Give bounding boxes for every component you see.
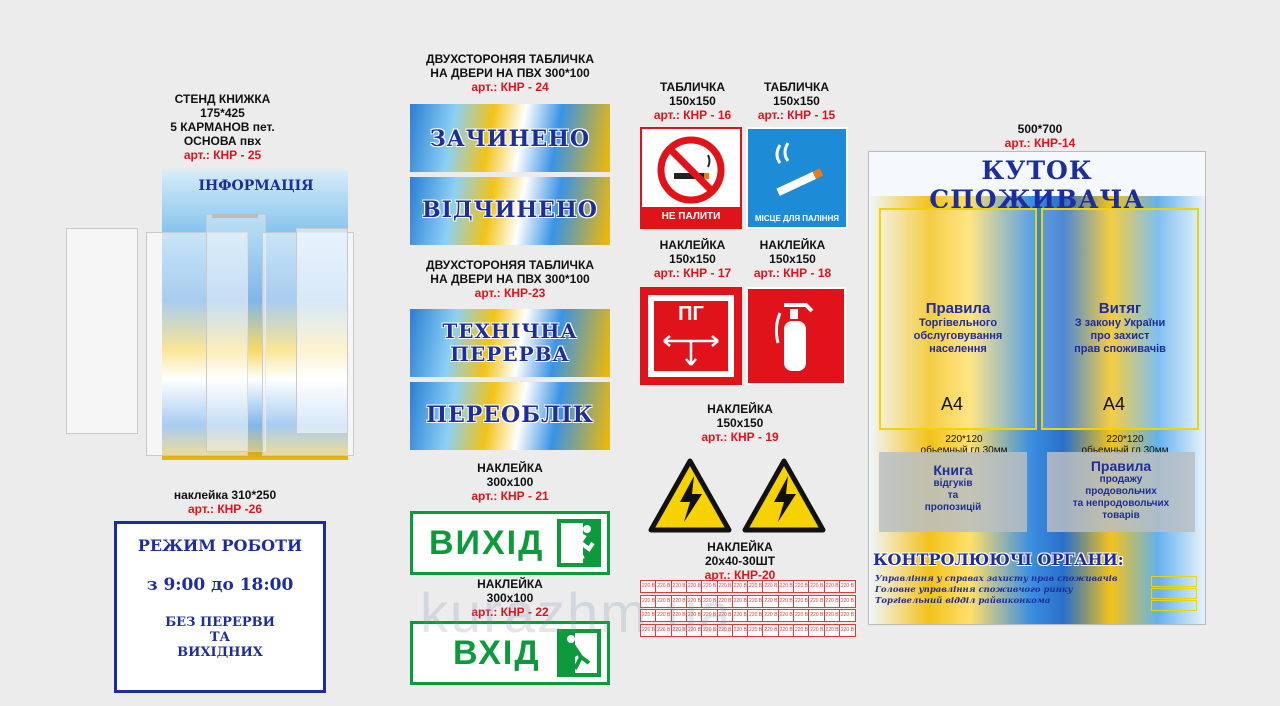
stand-book-caption: СТЕНД КНИЖКА 175*425 5 КАРМАНОВ пет. ОСН… [150, 92, 295, 162]
entry-text: ВХІД [453, 634, 541, 672]
entry-sticker: ВХІД [410, 621, 610, 685]
voltage-sticker: 220 В [640, 609, 657, 622]
voltage-sticker: 220 В [838, 580, 856, 593]
exit-text: ВИХІД [429, 524, 545, 562]
stand-book: ІНФОРМАЦІЯ [66, 170, 354, 460]
plate-15-caption: ТАБЛИЧКА 150х150 арт.: КНР - 15 [757, 80, 836, 122]
voltage-sticker: 220 В [793, 609, 810, 622]
hydrant-label: ПГ [678, 303, 704, 325]
stand-book-pocket [146, 232, 248, 456]
arrows-icon [660, 331, 722, 374]
sticker-19-caption: НАКЛЕЙКА 150х150 арт.: КНР - 19 [701, 402, 779, 444]
trade-rules-pocket: Правила продажу продовольчих та непродов… [1047, 452, 1195, 532]
no-smoking-plate: НЕ ПАЛИТИ [640, 127, 742, 229]
controls-title: КОНТРОЛЮЮЧІ ОРГАНИ: [873, 550, 1124, 569]
work-hours-note: БЕЗ ПЕРЕРВИ ТА ВИХІДНИХ [165, 615, 275, 660]
controls-list: Управління у справах захисту прав спожив… [875, 574, 1118, 606]
fire-extinguisher-icon [770, 299, 824, 380]
voltage-sticker: 220 В [838, 623, 856, 637]
smoking-area-plate: МІСЦЕ ДЛЯ ПАЛІННЯ [746, 127, 848, 229]
high-voltage-icon [648, 458, 732, 539]
voltage-sticker: 220 В [640, 594, 657, 608]
no-smoking-label: НЕ ПАЛИТИ [642, 207, 740, 227]
door-sign-24-side2: ВІДЧИНЕНО [410, 177, 610, 245]
watermark: kurazhm.ua [420, 581, 733, 644]
smoking-area-label: МІСЦЕ ДЛЯ ПАЛІННЯ [748, 214, 846, 223]
work-hours-caption: наклейка 310*250 арт.: КНР -26 [173, 488, 277, 516]
consumer-corner-board: КУТОК СПОЖИВАЧА Правила Торгівельного об… [868, 151, 1206, 625]
feedback-book-pocket: Книга відгуків та пропозицій [879, 452, 1027, 532]
voltage-sticker: 220 В [838, 594, 856, 608]
work-hours-time: з 9:00 до 18:00 [146, 575, 294, 595]
controls-slot [1151, 600, 1197, 611]
stand-book-header: ІНФОРМАЦІЯ [198, 178, 314, 194]
stand-book-pocket [66, 228, 138, 434]
voltage-sticker: 220 В [655, 609, 673, 622]
rules-pocket: Правила Торгівельного обслуговування нас… [879, 208, 1037, 430]
exit-sticker: ВИХІД [410, 511, 610, 575]
running-man-icon [557, 629, 601, 677]
no-smoking-icon [656, 135, 726, 210]
plate-16-caption: ТАБЛИЧКА 150х150 арт.: КНР - 16 [653, 80, 732, 122]
stand-book-bar [212, 214, 258, 218]
door-sign-23-side2: ПЕРЕОБЛІК [410, 382, 610, 450]
voltage-sticker: 220 В [838, 609, 856, 622]
door-sign-23-side1: ТЕХНІЧНА ПЕРЕРВА [410, 309, 610, 377]
consumer-corner-title: КУТОК СПОЖИВАЧА [929, 156, 1145, 214]
law-extract-pocket: Витяг З закону України про захист прав с… [1041, 208, 1199, 430]
right-small-dims: 220*120 обьемный гл 30мм [1081, 434, 1169, 456]
sticker-17-caption: НАКЛЕЙКА 150х150 арт.: КНР - 17 [653, 238, 732, 280]
entry-caption: НАКЛЕЙКА 300х100 арт.: КНР - 22 [471, 577, 549, 619]
high-voltage-icon [742, 458, 826, 539]
door-sign-24-side1: ЗАЧИНЕНО [410, 104, 610, 172]
stand-book-pocket [296, 228, 348, 434]
work-hours-title: РЕЖИМ РОБОТИ [137, 536, 303, 555]
door-sign-24-caption: ДВУХСТОРОНЯЯ ТАБЛИЧКА НА ДВЕРИ НА ПВХ 30… [426, 52, 594, 94]
stand-book-pocket [206, 214, 266, 452]
sticker-18-caption: НАКЛЕЙКА 150х150 арт.: КНР - 18 [753, 238, 832, 280]
extinguisher-sticker [746, 287, 846, 385]
voltage-sticker: 220 В [762, 609, 780, 622]
voltage-sticker: 220 В [670, 580, 688, 593]
left-small-dims: 220*120 обьемный гл 30мм [920, 434, 1008, 456]
voltage-sticker: 220 В [685, 609, 703, 622]
controls-slot [1151, 576, 1197, 587]
work-hours-sign: РЕЖИМ РОБОТИ з 9:00 до 18:00 БЕЗ ПЕРЕРВИ… [114, 521, 326, 693]
door-sign-23-caption: ДВУХСТОРОНЯЯ ТАБЛИЧКА НА ДВЕРИ НА ПВХ 30… [426, 258, 594, 300]
running-man-icon [557, 519, 601, 567]
controls-slot [1151, 588, 1197, 599]
exit-caption: НАКЛЕЙКА 300х100 арт.: КНР - 21 [471, 461, 549, 503]
voltage-sticker: 220 В [808, 580, 826, 593]
stand-book-art: арт.: КНР - 25 [183, 148, 262, 162]
sticker-20-caption: НАКЛЕЙКА 20х40-30ШТ арт.: КНР-20 [704, 540, 776, 582]
fire-hydrant-sticker: ПГ [640, 287, 742, 385]
consumer-corner-caption: 500*700 арт.: КНР-14 [1004, 122, 1076, 150]
voltage-sticker: 220 В [762, 623, 780, 637]
cigarette-icon [762, 139, 834, 204]
voltage-sticker: 220 В [808, 609, 826, 622]
